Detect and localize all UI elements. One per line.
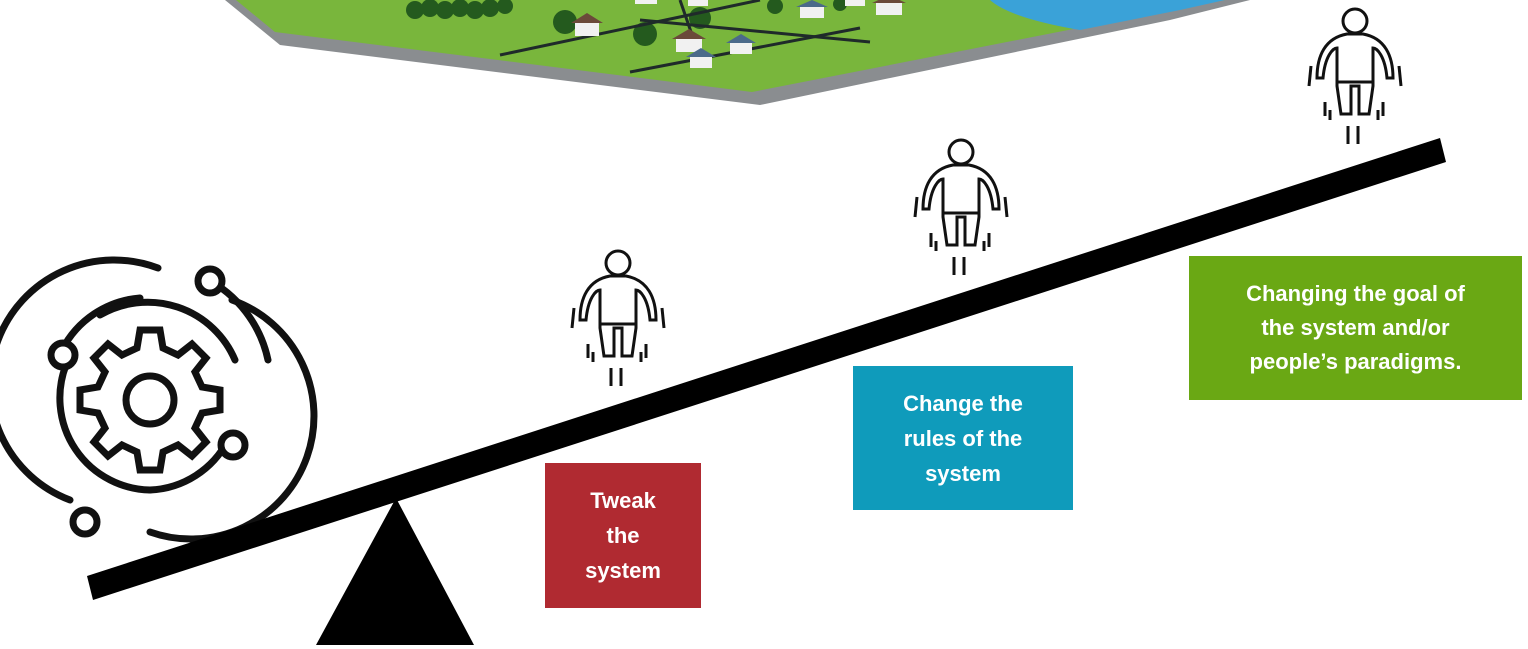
lever-box-rules: Change the rules of the system (853, 366, 1073, 510)
fulcrum-triangle (316, 498, 474, 645)
gear-orbit-icon (0, 256, 318, 543)
jumping-person-icon (913, 138, 1009, 277)
lever-label-goal: Changing the goal of the system and/or p… (1246, 281, 1465, 374)
lever-label-tweak: Tweak the system (585, 488, 661, 583)
jumping-person-icon (570, 249, 666, 388)
lever-box-goal: Changing the goal of the system and/or p… (1189, 256, 1522, 400)
jumping-person-icon (1307, 7, 1403, 146)
lever-box-tweak: Tweak the system (545, 463, 701, 608)
seesaw-beam (87, 138, 1446, 600)
village-landscape (225, 0, 1250, 105)
lever-label-rules: Change the rules of the system (903, 390, 1023, 486)
